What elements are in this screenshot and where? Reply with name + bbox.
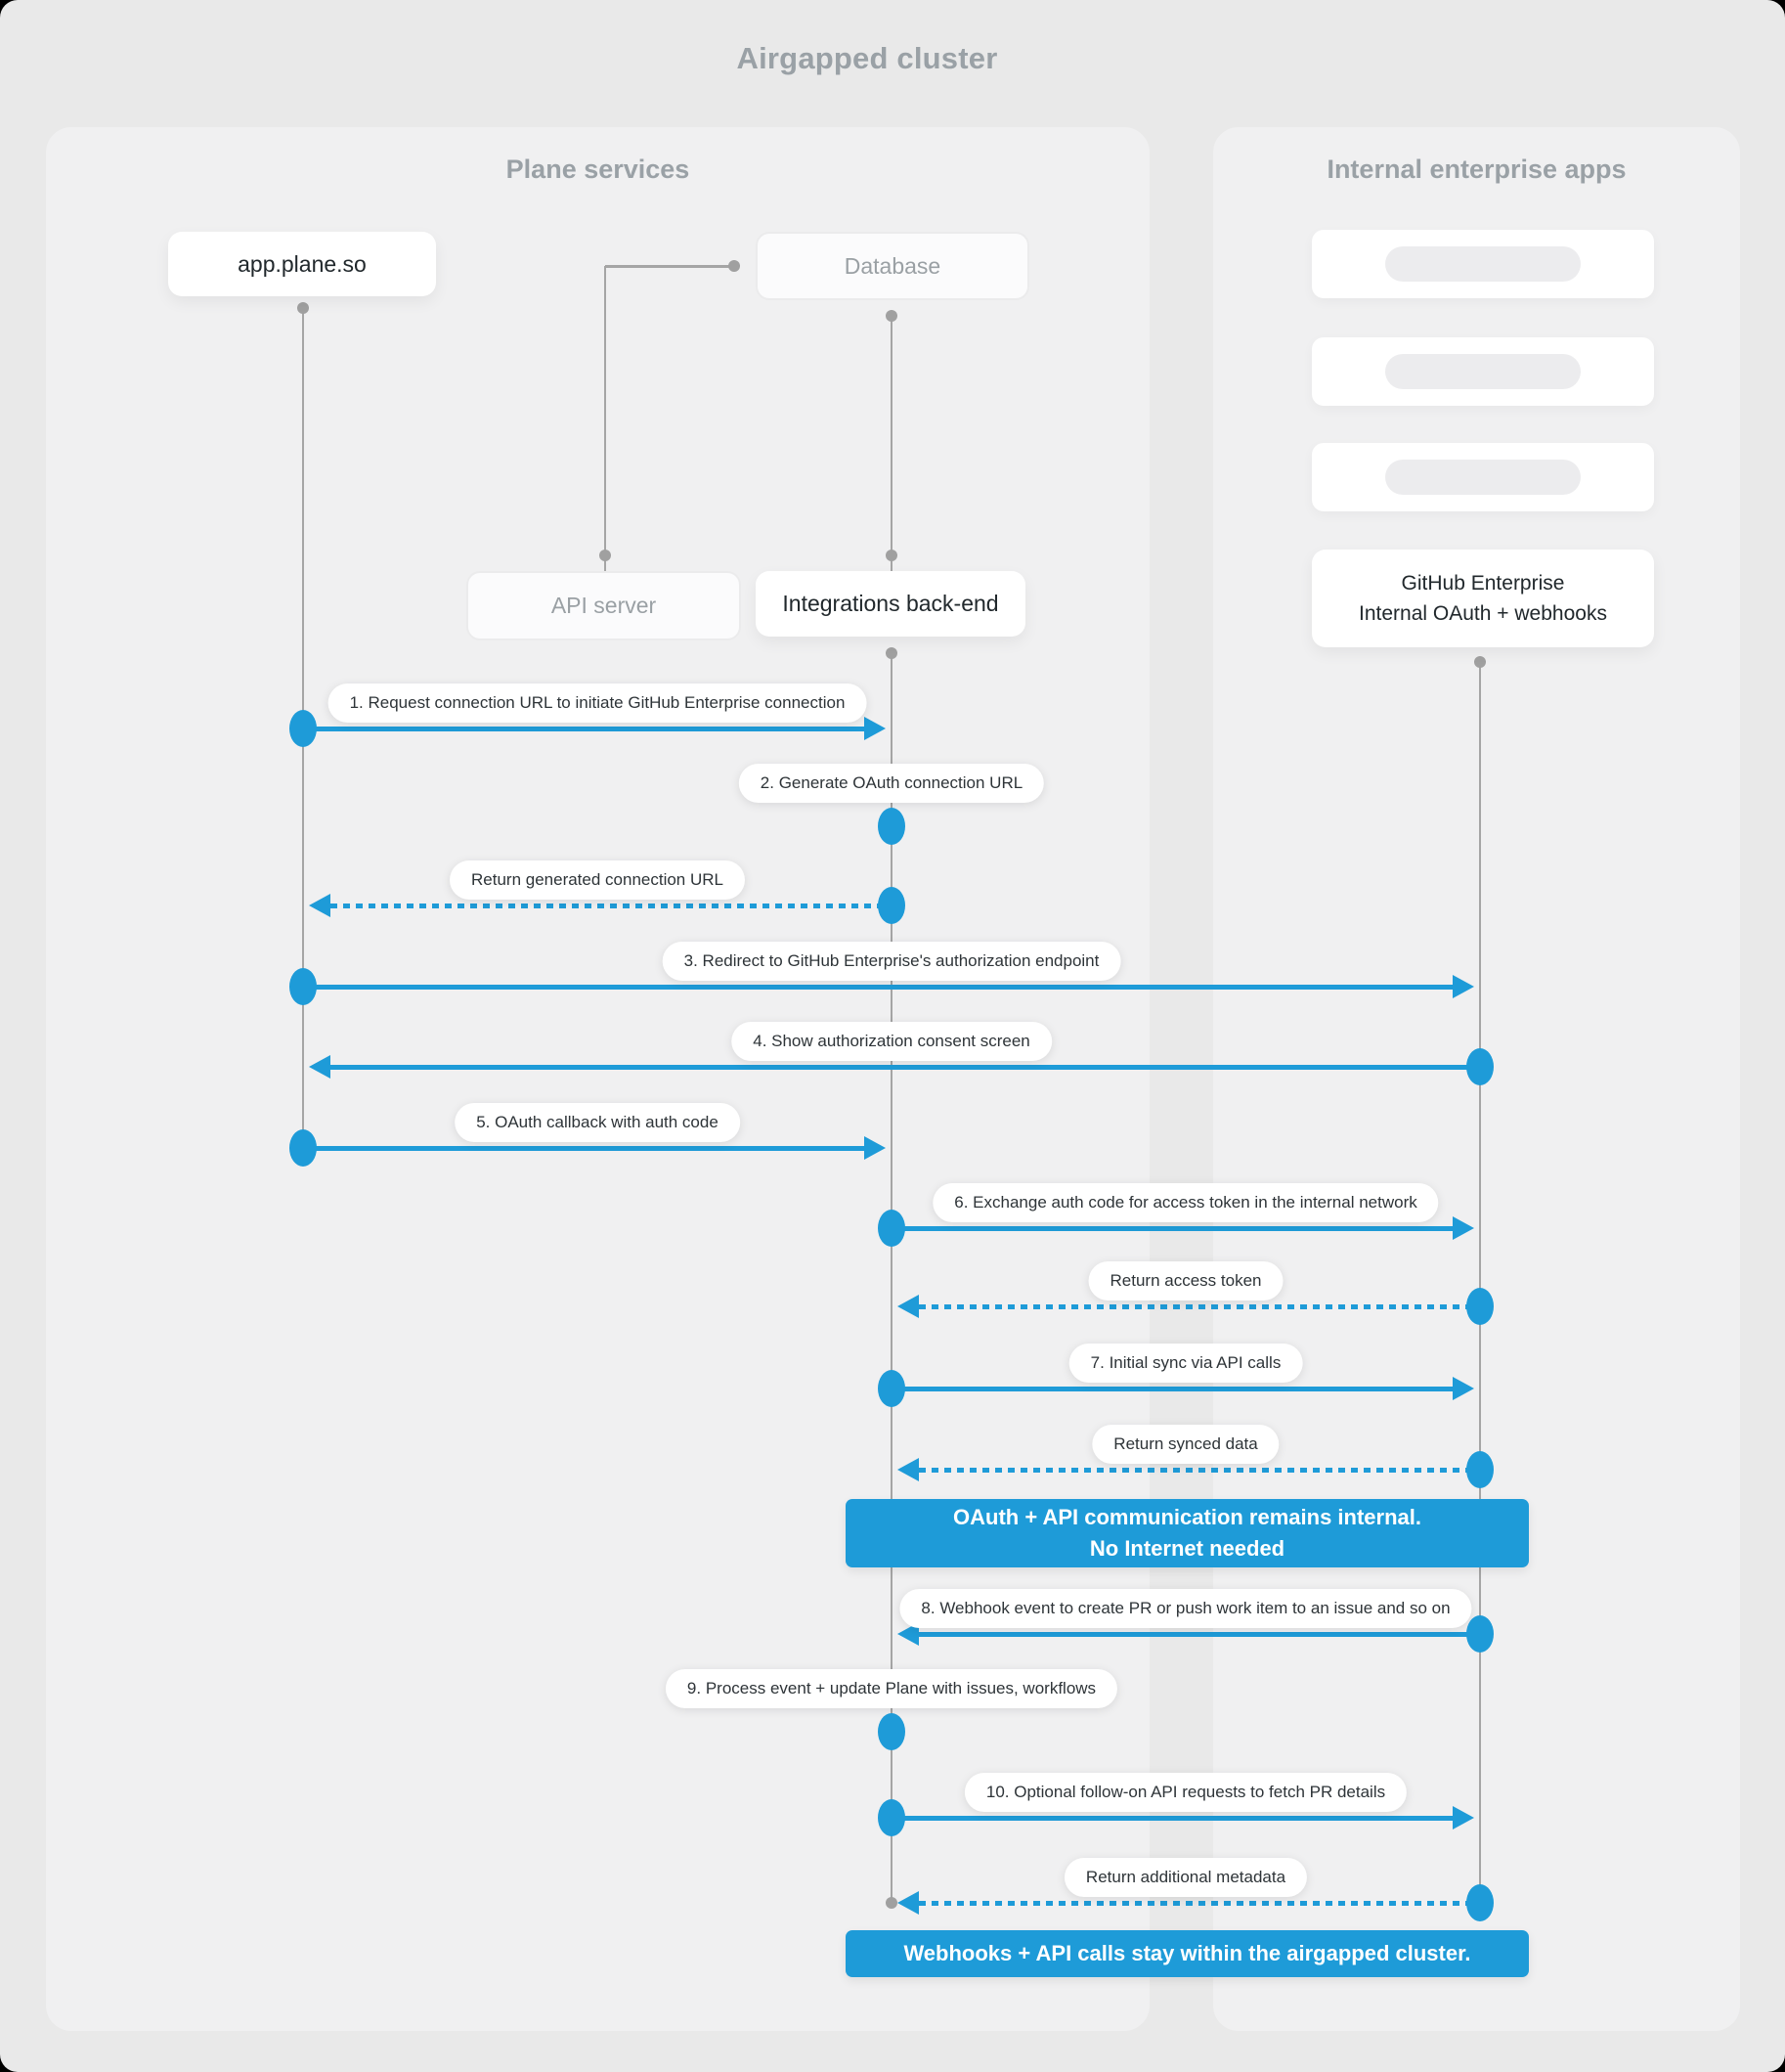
message-label: Return generated connection URL <box>450 860 745 900</box>
lifeline-integrations-backend <box>890 653 893 1903</box>
skeleton-app-card <box>1312 230 1654 298</box>
panel-plane-services-title: Plane services <box>505 154 690 184</box>
connector-dot <box>886 310 897 322</box>
message-label: 1. Request connection URL to initiate Gi… <box>327 683 867 723</box>
message-label: 8. Webhook event to create PR or push wo… <box>899 1589 1472 1628</box>
message-arrowhead <box>1453 1216 1474 1240</box>
message-label: 7. Initial sync via API calls <box>1068 1344 1303 1383</box>
message-label: Return access token <box>1088 1261 1284 1301</box>
message-origin-dot <box>1466 1048 1494 1085</box>
skeleton-app-card <box>1312 443 1654 511</box>
skeleton-text-placeholder <box>1385 354 1581 389</box>
message-arrowhead <box>897 1622 919 1646</box>
message-origin-dot <box>1466 1884 1494 1921</box>
connector-dot <box>728 260 740 272</box>
message-origin-dot <box>289 968 317 1005</box>
message-arrowhead <box>897 1295 919 1318</box>
message-label: Return additional metadata <box>1064 1858 1308 1897</box>
message-label: 5. OAuth callback with auth code <box>455 1103 740 1142</box>
message-label: Return synced data <box>1092 1425 1280 1464</box>
message-arrow-line <box>303 726 864 731</box>
message-label: 6. Exchange auth code for access token i… <box>933 1183 1439 1222</box>
message-arrowhead <box>864 717 886 740</box>
panel-internal-enterprise-apps-title: Internal enterprise apps <box>1327 154 1627 184</box>
message-arrow-line <box>919 1467 1480 1473</box>
actor-database-label: Database <box>844 252 941 279</box>
message-origin-dot <box>878 1799 905 1836</box>
message-origin-dot <box>1466 1615 1494 1653</box>
skeleton-app-card <box>1312 337 1654 406</box>
panel-plane-services: Plane services <box>46 127 1150 2031</box>
banner-line: Webhooks + API calls stay within the air… <box>903 1941 1471 1966</box>
lifeline-github-enterprise <box>1478 662 1482 1903</box>
message-origin-dot <box>1466 1451 1494 1488</box>
actor-integrations-backend: Integrations back-end <box>756 571 1025 637</box>
actor-app-plane-so-label: app.plane.so <box>238 250 367 277</box>
message-arrow-line <box>919 1631 1480 1637</box>
banner-internal-communication: OAuth + API communication remains intern… <box>846 1499 1529 1567</box>
message-label: 9. Process event + update Plane with iss… <box>665 1669 1118 1708</box>
message-origin-dot <box>878 887 905 924</box>
connector-dot <box>886 647 897 659</box>
connector-dot <box>886 1897 897 1909</box>
message-label: 10. Optional follow-on API requests to f… <box>964 1773 1408 1812</box>
connector-dot <box>599 550 611 561</box>
message-arrow-line <box>330 903 892 908</box>
message-label: 2. Generate OAuth connection URL <box>738 764 1045 803</box>
message-arrow-line <box>303 984 1453 990</box>
actor-github-enterprise: GitHub Enterprise Internal OAuth + webho… <box>1312 550 1654 647</box>
message-origin-dot <box>1466 1288 1494 1325</box>
message-arrow-line <box>892 1225 1453 1231</box>
actor-database: Database <box>756 232 1029 300</box>
skeleton-text-placeholder <box>1385 246 1581 282</box>
message-arrowhead <box>897 1458 919 1481</box>
message-arrowhead <box>1453 1377 1474 1400</box>
message-arrowhead <box>309 1055 330 1079</box>
message-arrowhead <box>1453 975 1474 998</box>
skeleton-text-placeholder <box>1385 460 1581 495</box>
diagram-title: Airgapped cluster <box>736 41 998 75</box>
message-origin-dot <box>878 1210 905 1247</box>
message-origin-dot <box>878 808 905 845</box>
message-origin-dot <box>289 1129 317 1167</box>
message-arrowhead <box>1453 1806 1474 1830</box>
message-label: 4. Show authorization consent screen <box>731 1022 1052 1061</box>
connector-database-integrations <box>890 316 893 571</box>
message-arrow-line <box>892 1815 1453 1821</box>
connector-api-server-horizontal <box>605 265 735 268</box>
message-arrow-line <box>919 1900 1480 1906</box>
message-label: 3. Redirect to GitHub Enterprise's autho… <box>662 942 1121 981</box>
actor-github-enterprise-label-line1: GitHub Enterprise <box>1401 571 1565 595</box>
message-arrowhead <box>309 894 330 917</box>
connector-dot <box>1474 656 1486 668</box>
message-arrow-line <box>330 1064 1480 1070</box>
actor-api-server: API server <box>466 571 741 640</box>
message-arrowhead <box>864 1136 886 1160</box>
banner-line: No Internet needed <box>1089 1536 1285 1561</box>
message-arrow-line <box>303 1145 864 1151</box>
actor-app-plane-so: app.plane.so <box>168 232 436 296</box>
actor-integrations-backend-label: Integrations back-end <box>782 591 999 616</box>
message-arrow-line <box>892 1386 1453 1391</box>
banner-airgapped-cluster: Webhooks + API calls stay within the air… <box>846 1930 1529 1977</box>
message-origin-dot <box>289 710 317 747</box>
connector-dot <box>297 302 309 314</box>
connector-dot <box>886 550 897 561</box>
message-origin-dot <box>878 1713 905 1750</box>
message-arrowhead <box>897 1891 919 1915</box>
message-arrow-line <box>919 1303 1480 1309</box>
message-origin-dot <box>878 1370 905 1407</box>
actor-github-enterprise-label-line2: Internal OAuth + webhooks <box>1359 602 1607 625</box>
banner-line: OAuth + API communication remains intern… <box>953 1505 1421 1530</box>
connector-api-server-vertical <box>603 266 607 571</box>
actor-api-server-label: API server <box>550 593 657 618</box>
